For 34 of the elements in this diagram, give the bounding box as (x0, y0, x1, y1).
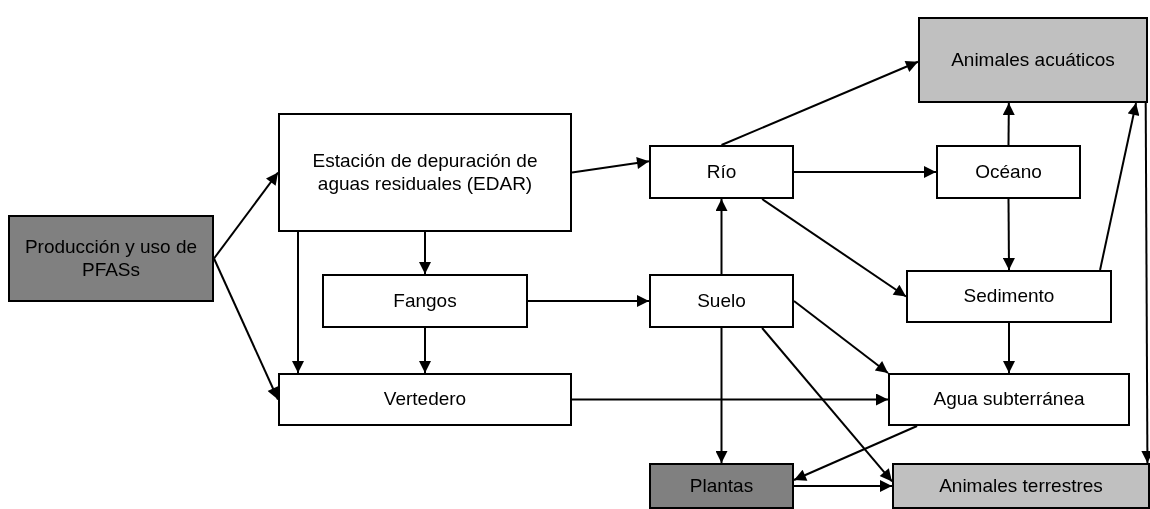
arrow (761, 327, 893, 483)
arrow (793, 425, 919, 481)
process-box: Océano (936, 145, 1081, 199)
arrow (1099, 102, 1140, 271)
arrow (213, 171, 279, 260)
process-box: Producción y uso de PFASs (8, 215, 214, 302)
arrow (793, 300, 889, 374)
arrow (292, 231, 304, 374)
process-box: Plantas (649, 463, 794, 509)
arrow (571, 393, 889, 406)
arrow (1002, 102, 1015, 146)
process-box: Estación de depuración de aguas residuales (EDAR) (278, 113, 572, 232)
arrow (1141, 102, 1150, 464)
process-box: Río (649, 145, 794, 199)
process-box: Vertedero (278, 373, 572, 426)
arrow (419, 231, 431, 275)
arrow (419, 327, 431, 374)
arrow (213, 257, 279, 401)
arrow (527, 295, 650, 307)
process-box: Sedimento (906, 270, 1112, 323)
arrow (793, 166, 937, 178)
arrow (761, 198, 907, 298)
process-box: Fangos (322, 274, 528, 328)
arrow (571, 157, 650, 174)
process-box: Agua subterránea (888, 373, 1130, 426)
arrow (793, 480, 893, 492)
process-box: Suelo (649, 274, 794, 328)
arrow (1003, 322, 1015, 374)
arrow (715, 327, 728, 464)
process-box: Animales terrestres (892, 463, 1150, 509)
process-box: Animales acuáticos (918, 17, 1148, 103)
arrow (720, 60, 919, 146)
arrow (1002, 198, 1015, 271)
arrow (715, 198, 728, 275)
